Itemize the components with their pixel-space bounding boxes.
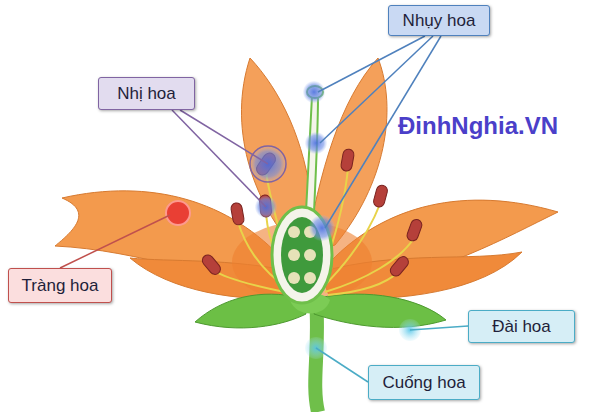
watermark: ĐinhNghia.VN	[398, 112, 558, 140]
label-box: Tràng hoa	[8, 268, 112, 303]
sepal	[314, 294, 446, 327]
label-box: Nhụy hoa	[388, 5, 490, 36]
label-box: Đài hoa	[468, 310, 575, 343]
style	[306, 96, 318, 212]
label-box: Nhị hoa	[98, 77, 195, 110]
part-label: Tràng hoa	[22, 276, 99, 296]
highlight-markers	[166, 81, 421, 359]
part-label: Cuống hoa	[382, 373, 465, 393]
part-label: Nhị hoa	[117, 84, 176, 104]
part-label: Nhụy hoa	[403, 11, 476, 31]
label-box: Cuống hoa	[368, 365, 480, 400]
part-label: Đài hoa	[492, 317, 551, 337]
leader-lines	[60, 36, 468, 382]
